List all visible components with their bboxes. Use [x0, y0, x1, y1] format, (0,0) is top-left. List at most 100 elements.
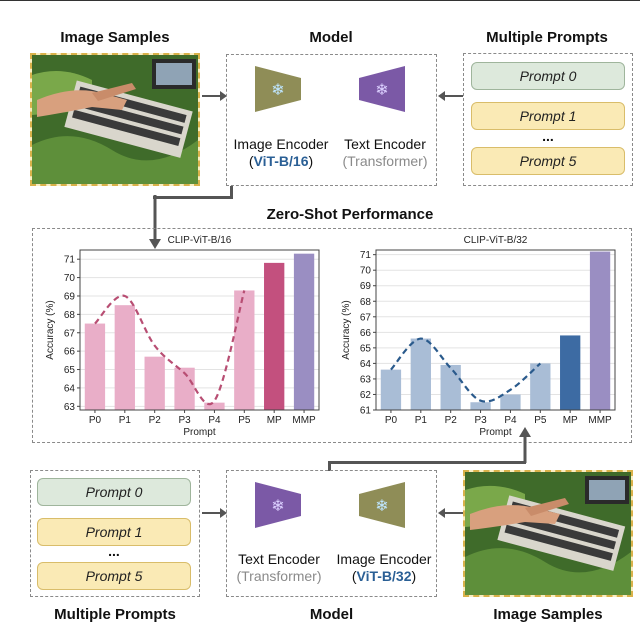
arch-close-paren: )	[308, 153, 314, 169]
prompt-ellipsis-top: ...	[542, 128, 554, 144]
bar-p2	[144, 356, 165, 410]
y-axis-label: Accuracy (%)	[45, 300, 56, 359]
top-rule	[0, 0, 640, 1]
x-axis-label: Prompt	[183, 427, 215, 438]
bar-p1	[410, 338, 431, 410]
multiple-prompts-title-bottom: Multiple Prompts	[54, 606, 176, 623]
bar-p5	[234, 290, 255, 410]
y-tick-label: 70	[360, 266, 372, 277]
x-tick-label: P5	[534, 415, 547, 426]
bar-p2	[440, 364, 461, 410]
x-tick-label: P1	[415, 415, 428, 426]
encoder-arch: (Transformer)	[236, 568, 322, 584]
y-tick-label: 64	[360, 359, 372, 370]
image-sample-top	[30, 53, 200, 186]
x-tick-label: P3	[474, 415, 487, 426]
prompt-0-top: Prompt 0	[471, 62, 625, 90]
prompts-box-bottom	[30, 470, 200, 597]
bar-p4	[500, 394, 521, 410]
prompt-1-top: Prompt 1	[471, 102, 625, 130]
bar-mmp	[293, 253, 315, 410]
image-encoder-label-top: Image Encoder (ViT-B/16)	[228, 136, 334, 170]
trend-curve	[94, 290, 246, 406]
connector-bottom-riser	[328, 461, 331, 471]
vit-label: ViT-B/16	[253, 153, 309, 169]
bar-p3	[174, 367, 195, 410]
zero-shot-performance-title: Zero-Shot Performance	[266, 206, 434, 223]
bar-p3	[470, 402, 491, 410]
connector-top-horizontal	[153, 196, 233, 199]
chart-title: CLIP-ViT-B/32	[464, 235, 528, 246]
y-tick-label: 65	[64, 365, 76, 376]
snowflake-icon: ❄	[271, 82, 284, 99]
y-tick-label: 64	[64, 383, 76, 394]
image-encoder-label-bottom: Image Encoder (ViT-B/32)	[331, 551, 437, 585]
bar-p0	[380, 369, 402, 410]
text-encoder-block-bottom: ❄	[255, 482, 301, 528]
arrow-prompts-to-model-top	[438, 91, 463, 101]
trend-curve	[390, 337, 542, 403]
connector-chart-to-bottom	[519, 427, 531, 463]
image-encoder-block-bottom: ❄	[359, 482, 405, 528]
x-tick-label: P5	[238, 415, 251, 426]
y-tick-label: 67	[64, 328, 76, 339]
y-tick-label: 71	[64, 255, 76, 266]
model-box-bottom	[226, 470, 437, 597]
connector-bottom-horizontal	[328, 461, 526, 464]
x-tick-label: MP	[563, 415, 578, 426]
encoder-name: Image Encoder	[336, 551, 432, 567]
encoder-name: Text Encoder	[344, 136, 426, 152]
y-tick-label: 63	[360, 374, 372, 385]
y-tick-label: 66	[64, 347, 76, 358]
encoder-name: Text Encoder	[238, 551, 320, 567]
multiple-prompts-title-top: Multiple Prompts	[486, 29, 608, 46]
arch-open-paren: (	[248, 153, 254, 169]
arrow-image-to-model-bottom	[438, 508, 463, 518]
prompt-0-bottom: Prompt 0	[37, 478, 191, 506]
image-samples-title-bottom: Image Samples	[493, 606, 603, 623]
x-tick-label: P4	[208, 415, 221, 426]
plot-frame	[375, 249, 616, 411]
arch-close-paren: )	[411, 568, 417, 584]
image-encoder-block-top: ❄	[255, 66, 301, 112]
text-encoder-label-top: Text Encoder (Transformer)	[333, 136, 437, 170]
performance-box	[32, 228, 632, 443]
connector-top-to-chart	[149, 195, 161, 249]
prompt-5-bottom: Prompt 5	[37, 562, 191, 590]
model-title-bottom: Model	[309, 606, 354, 623]
x-axis-label: Prompt	[479, 427, 511, 438]
encoder-arch: (Transformer)	[342, 153, 428, 169]
model-box-top	[226, 54, 437, 186]
y-tick-label: 68	[360, 297, 372, 308]
y-tick-label: 63	[64, 402, 76, 413]
vit-label: ViT-B/32	[356, 568, 412, 584]
y-tick-label: 65	[360, 343, 372, 354]
x-tick-label: P2	[149, 415, 162, 426]
x-tick-label: P3	[178, 415, 191, 426]
x-tick-label: P2	[445, 415, 458, 426]
bar-mp	[560, 335, 581, 410]
text-encoder-block-top: ❄	[359, 66, 405, 112]
x-tick-label: P0	[385, 415, 398, 426]
x-tick-label: MMP	[292, 415, 316, 426]
x-tick-label: MP	[267, 415, 282, 426]
bar-p1	[114, 305, 135, 410]
connector-top-riser	[230, 186, 233, 199]
y-tick-label: 68	[64, 310, 76, 321]
encoder-name: Image Encoder	[233, 136, 329, 152]
image-sample-bottom	[463, 470, 633, 597]
keyboard-photo-top	[32, 55, 198, 184]
chart-title: CLIP-ViT-B/16	[168, 235, 232, 246]
bar-p4	[204, 402, 225, 410]
y-tick-label: 69	[64, 291, 76, 302]
snowflake-icon: ❄	[271, 498, 284, 515]
y-tick-label: 70	[64, 273, 76, 284]
bar-p0	[84, 323, 106, 410]
image-samples-title-top: Image Samples	[60, 29, 170, 46]
arrow-image-to-model-top	[202, 91, 227, 101]
encoder-arch: (ViT-B/16)	[228, 153, 334, 170]
prompt-5-top: Prompt 5	[471, 147, 625, 175]
plot-frame	[79, 249, 320, 411]
snowflake-icon: ❄	[375, 498, 388, 515]
keyboard-photo-bottom	[465, 472, 631, 595]
